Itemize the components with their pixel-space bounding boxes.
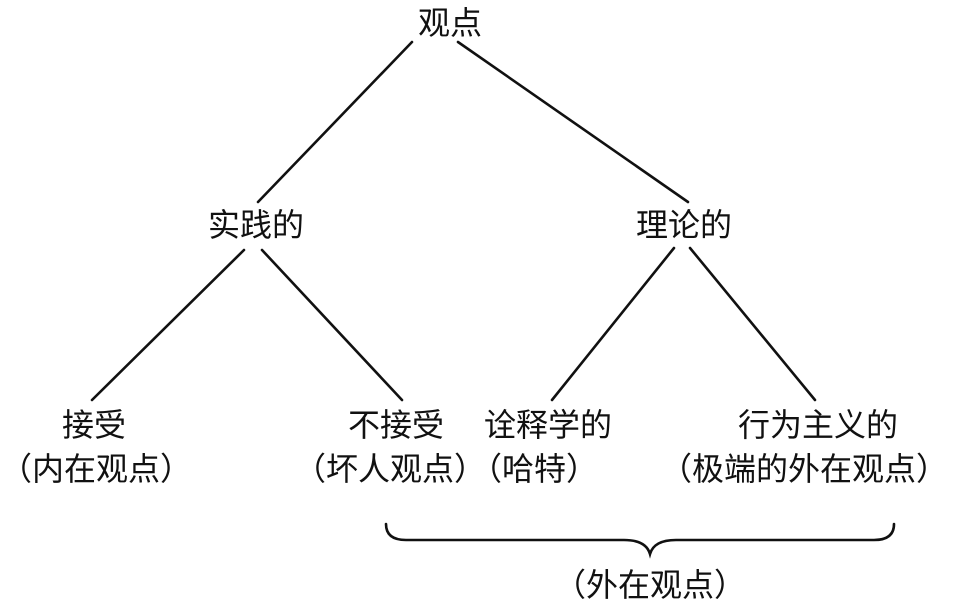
- external-viewpoint-brace: [384, 522, 896, 559]
- theoretical-node-label: 理论的: [635, 206, 733, 244]
- not-accept-node-sublabel: （坏人观点）: [294, 450, 487, 488]
- accept-node-label: 接受: [61, 406, 127, 444]
- root-node-label: 观点: [417, 4, 483, 42]
- behaviorist-node-label: 行为主义的: [737, 406, 899, 444]
- hermeneutic-node-label: 诠释学的: [483, 406, 613, 444]
- external-viewpoint-label: （外在观点）: [553, 566, 747, 604]
- edge-root-practical: [256, 40, 414, 204]
- practical-node-label: 实践的: [207, 206, 305, 244]
- edge-theoretical-behaviorist: [688, 246, 817, 402]
- hermeneutic-node-sublabel: （哈特）: [470, 450, 599, 488]
- accept-node-sublabel: （内在观点）: [0, 450, 193, 488]
- edge-root-theoretical: [456, 40, 690, 204]
- behaviorist-node-sublabel: （极端的外在观点）: [660, 450, 949, 488]
- not-accept-node-label: 不接受: [347, 406, 445, 444]
- edge-practical-notaccept: [260, 248, 404, 402]
- edge-theoretical-hermeneutic: [550, 246, 676, 402]
- edge-practical-accept: [90, 248, 246, 402]
